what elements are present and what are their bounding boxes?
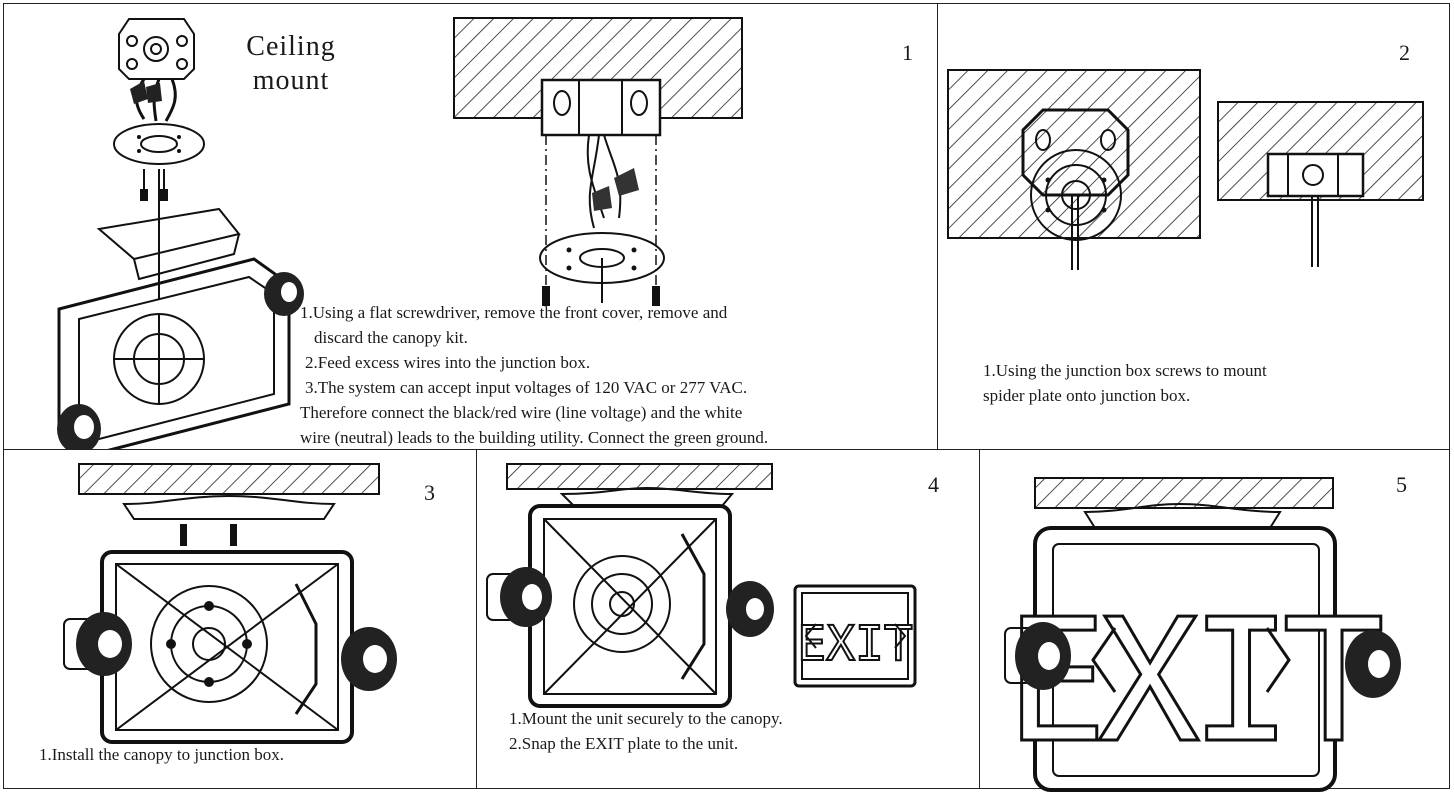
overview-title-line1: Ceiling [246,31,336,62]
overview-title: Ceiling mount [226,30,356,98]
step-5-number: 5 [1396,472,1407,497]
ceiling-mount-exploded-drawing [57,18,304,456]
screw-icon [140,169,168,201]
step-2-drawing-oblique [947,69,1201,270]
screw-icon [180,524,237,546]
step-4-line-2: 2.Snap the EXIT plate to the unit. [509,734,739,753]
step-5-drawing: EXIT [1004,477,1401,792]
lamp-head-icon [486,567,774,637]
step-2-number: 2 [1399,40,1410,65]
step-4-panel: 4 EXIT [476,449,980,789]
exit-plate-icon: EXIT [1004,582,1393,783]
step-4-drawing: EXIT [486,463,917,708]
canopy-icon [559,486,735,507]
step-1-line-1: 1.Using a flat screwdriver, remove the f… [300,303,728,322]
junction-box-icon [118,18,195,80]
step-1-line-2: discard the canopy kit. [314,328,468,347]
overview-title-line2: mount [252,65,330,96]
step-3-drawing [63,463,397,744]
spider-plate-icon [539,232,665,303]
step-2-panel: 2 1.Using the jun [937,3,1450,450]
junction-box-icon [1266,152,1365,198]
ceiling-hatch-icon [1034,477,1334,509]
step-1-panel: Ceiling mount [3,3,938,456]
step-1-drawing [453,17,743,306]
step-4-number: 4 [928,472,939,497]
step-2-line-1: 1.Using the junction box screws to mount [983,361,1267,380]
step-3-panel: 3 [3,449,477,789]
step-1-number: 1 [902,40,913,65]
canopy-icon [1083,502,1282,529]
step-3-line-1: 1.Install the canopy to junction box. [39,745,285,764]
exit-housing-icon [100,550,354,744]
ceiling-hatch-icon [78,463,380,495]
wire-nut-icon [130,78,177,122]
exit-housing-icon [528,504,732,708]
ceiling-hatch-icon [947,69,1201,239]
step-3-instructions: 1.Install the canopy to junction box. [39,742,284,767]
lamp-head-icon [63,612,397,691]
ceiling-hatch-icon [506,463,773,490]
screw-icon [542,286,660,306]
step-4-line-1: 1.Mount the unit securely to the canopy. [509,709,783,728]
step-1-line-5: Therefore connect the black/red wire (li… [300,403,743,422]
step-3-number: 3 [424,480,435,505]
canopy-icon [122,494,336,520]
lamp-head-icon [1004,622,1401,698]
step-1-instructions: 1.Using a flat screwdriver, remove the f… [300,300,768,450]
step-2-instructions: 1.Using the junction box screws to mount… [983,358,1267,408]
step-4-instructions: 1.Mount the unit securely to the canopy.… [509,706,783,756]
junction-box-icon [540,78,662,137]
step-2-drawing-side [1217,101,1424,267]
exit-plate-icon: EXIT [793,584,917,688]
spider-plate-icon [113,123,205,165]
step-1-line-6: wire (neutral) leads to the building uti… [300,428,769,447]
step-1-line-3: 2.Feed excess wires into the junction bo… [305,353,591,372]
canopy-icon [96,169,241,299]
step-2-line-2: spider plate onto junction box. [983,386,1191,405]
spider-plate-icon [1030,149,1122,241]
step-1-line-4: 3.The system can accept input voltages o… [305,378,748,397]
wire-nut-icon [586,134,639,229]
junction-box-icon [1021,108,1130,197]
lamp-head-icon [57,272,304,454]
step-5-panel: 5 EXIT [979,449,1450,792]
exit-plate-large-text: EXIT [1005,583,1381,781]
